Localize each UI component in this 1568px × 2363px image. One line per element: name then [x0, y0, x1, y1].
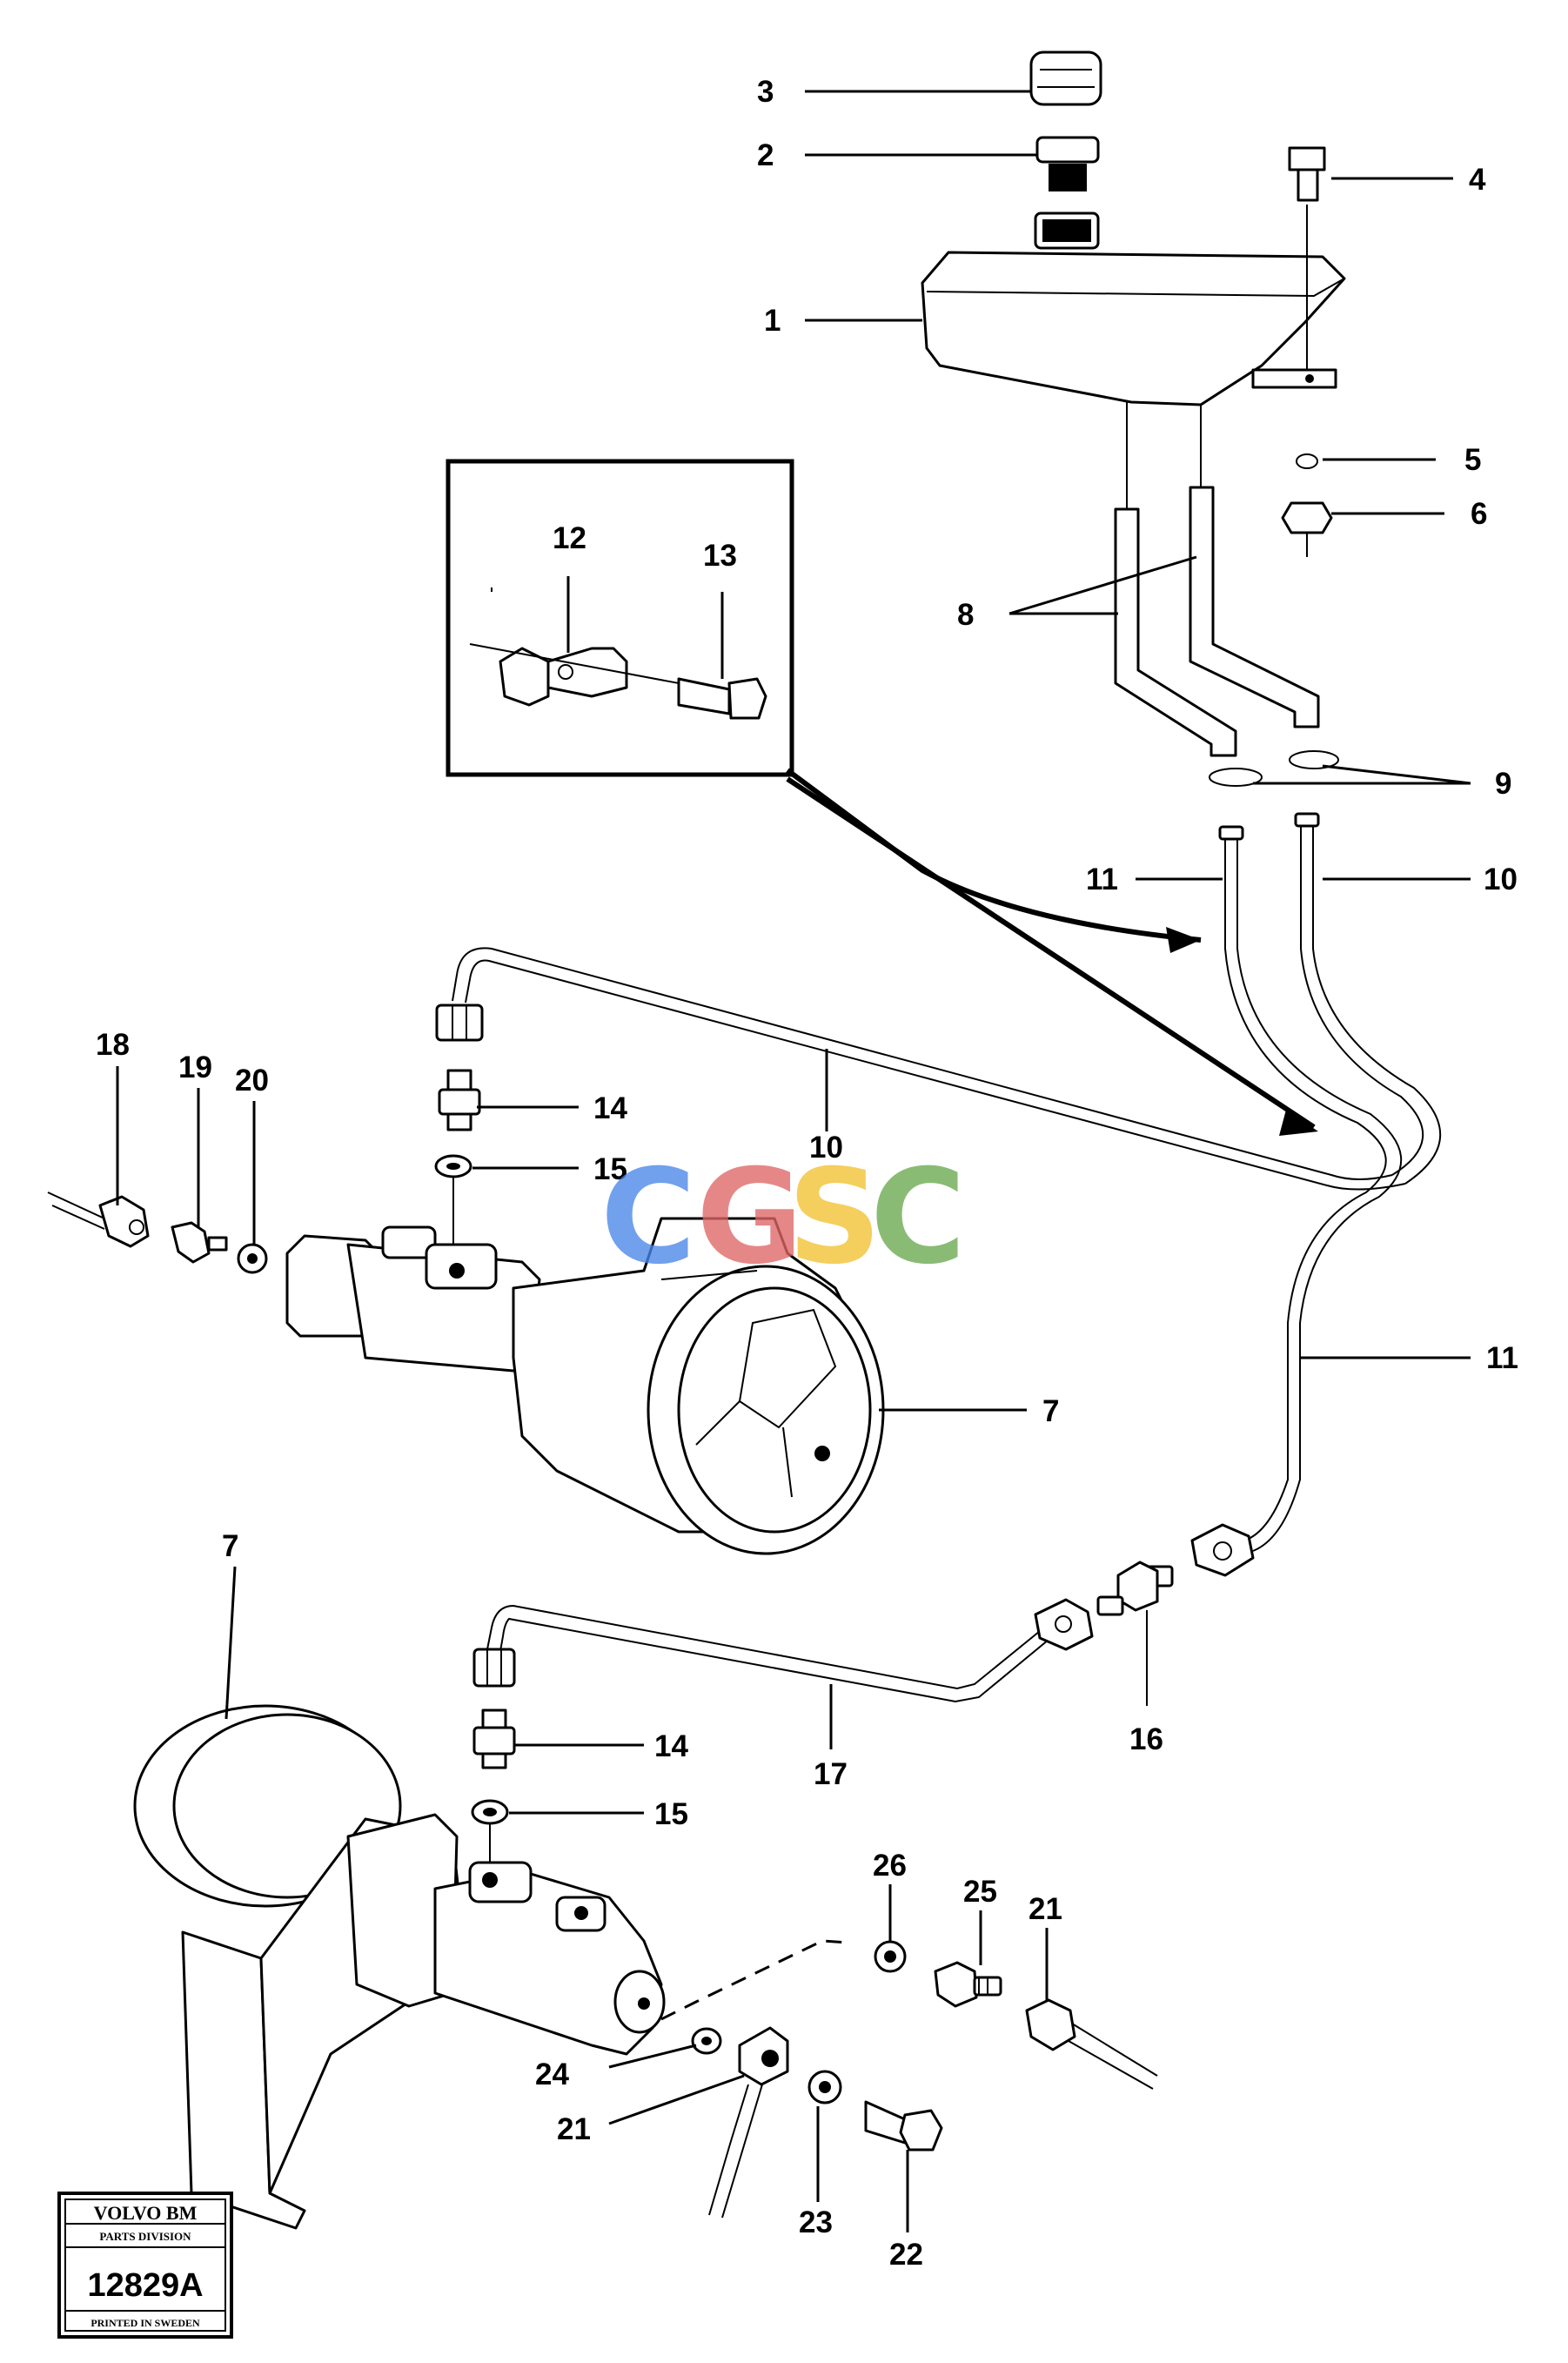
callout-17: 17	[814, 1757, 848, 1791]
washer-24	[691, 2027, 722, 2055]
callout-13: 13	[703, 539, 737, 573]
pipe-nut-lower	[472, 1648, 516, 1688]
callout-20: 20	[235, 1064, 269, 1098]
callout-21-left: 21	[557, 2112, 591, 2146]
washer-20	[237, 1243, 268, 1274]
callout-labels: 3 2 4 1 5 6 8 9 11 10 12 13 18 19 20 14 …	[96, 75, 1518, 2272]
banjo-21	[708, 2026, 789, 2219]
adapter-14-lower	[472, 1708, 516, 1769]
volvo-bm-parts-stamp: VOLVO BM PARTS DIVISION 12829A PRINTED I…	[57, 2192, 233, 2339]
watermark-letter-2: G	[696, 1142, 803, 1293]
callout-6: 6	[1471, 497, 1487, 531]
strainer-insert	[1035, 136, 1100, 191]
fitting-25	[934, 1961, 1002, 2008]
reservoir-cap	[1029, 50, 1102, 106]
callout-10-mid: 10	[809, 1131, 843, 1165]
hose-left	[47, 1192, 105, 1230]
brake-pipes	[452, 812, 1442, 1703]
adapter-14-upper	[438, 1069, 481, 1131]
inset-detail-box	[446, 459, 794, 777]
callout-8: 8	[957, 598, 974, 632]
callout-15-lower: 15	[654, 1797, 688, 1831]
fitting-19	[171, 1221, 228, 1264]
callout-7-upper: 7	[1042, 1394, 1059, 1428]
hose-21-end	[1025, 1998, 1158, 2090]
hose-clips-9	[1209, 750, 1339, 787]
fitting-18	[98, 1195, 150, 1248]
master-cylinder-lower	[133, 1704, 666, 2230]
washer-15-upper	[434, 1154, 472, 1178]
stamp-printed: PRINTED IN SWEDEN	[90, 2317, 200, 2329]
callout-22: 22	[889, 2238, 923, 2272]
callout-21-right: 21	[1029, 1892, 1062, 1926]
watermark-letter-1: C	[600, 1142, 696, 1293]
stamp-brand: VOLVO BM	[94, 2202, 198, 2224]
reservoir-tank	[921, 211, 1346, 406]
callout-5: 5	[1464, 443, 1481, 477]
callout-9: 9	[1495, 767, 1511, 801]
pipe-nut-right	[1190, 1523, 1255, 1577]
banjo-bolt-22	[864, 2100, 943, 2152]
callout-7-lower: 7	[222, 1529, 238, 1563]
union-16	[1096, 1561, 1174, 1706]
pipe-nut-upper	[435, 1004, 484, 1042]
callout-10-top: 10	[1484, 863, 1518, 896]
watermark-letter-4: C	[870, 1142, 966, 1293]
callout-25: 25	[963, 1875, 997, 1909]
leader-lines	[116, 90, 1471, 2232]
nut	[1281, 501, 1333, 557]
callout-18: 18	[96, 1028, 130, 1062]
callout-14-upper: 14	[593, 1091, 627, 1125]
callout-2: 2	[757, 138, 774, 172]
reservoir-hoses	[1114, 402, 1320, 757]
stamp-number: 12829A	[87, 2267, 203, 2304]
callout-23: 23	[799, 2205, 833, 2239]
callout-14-lower: 14	[654, 1729, 688, 1763]
washer-26	[874, 1940, 907, 1973]
callout-1: 1	[764, 304, 781, 338]
callout-3: 3	[757, 75, 774, 109]
callout-11-top: 11	[1086, 863, 1118, 896]
master-cylinder-upper	[285, 1217, 885, 1555]
callout-19: 19	[178, 1051, 212, 1084]
watermark-letter-3: S	[787, 1142, 881, 1293]
callout-26: 26	[873, 1849, 907, 1883]
stamp-division: PARTS DIVISION	[99, 2230, 191, 2243]
pipe-nut-17-right	[1034, 1598, 1094, 1651]
washer-15-lower	[471, 1799, 509, 1825]
cgsc-watermark: C G S C	[600, 1142, 966, 1293]
callout-11-mid: 11	[1486, 1341, 1518, 1375]
callout-24: 24	[535, 2058, 569, 2091]
callout-4: 4	[1469, 163, 1486, 197]
callout-12: 12	[553, 521, 586, 555]
callout-16: 16	[1129, 1722, 1163, 1756]
washer-23	[807, 2070, 842, 2105]
spring-clip-5	[1296, 453, 1318, 469]
callout-15-upper: 15	[593, 1152, 627, 1186]
bolt	[1288, 146, 1326, 370]
